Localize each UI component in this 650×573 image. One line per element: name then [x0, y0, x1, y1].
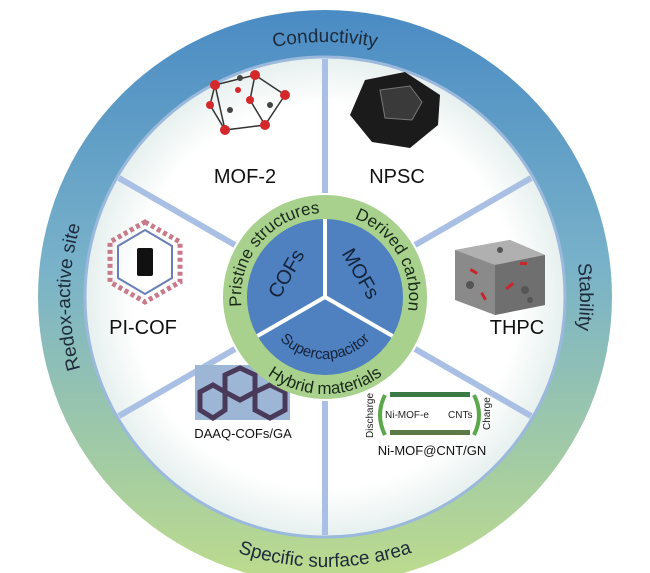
core-divider-line [256, 295, 326, 338]
ni-mof-e-label: Ni-MOF-e [385, 410, 429, 421]
spoke-divider [413, 175, 533, 248]
ni-mof-cnt-gn-image: Ni-MOF-e CNTs Discharge Charge [365, 392, 493, 438]
label-thpc: THPC [490, 317, 544, 339]
pi-cof-structure-image [107, 219, 183, 305]
thpc-cube-image [455, 240, 545, 315]
core-dividers [256, 219, 394, 338]
cnts-label: CNTs [448, 410, 472, 421]
mof2-structure-image [206, 70, 290, 135]
core-divider-line [324, 295, 394, 338]
label-daaq-cofs-ga: DAAQ-COFs/GA [194, 426, 292, 441]
npsc-particle-image [350, 72, 440, 148]
discharge-label: Discharge [365, 393, 376, 438]
spoke-divider [117, 175, 237, 248]
label-stability: Stability [573, 262, 596, 332]
spoke-divider [117, 346, 237, 419]
spoke-divider [413, 346, 533, 419]
spokes [117, 59, 533, 535]
label-npsc: NPSC [369, 166, 425, 188]
label-mof2: MOF-2 [214, 166, 276, 188]
label-ni-mof-cnt-gn: Ni-MOF@CNT/GN [378, 443, 487, 458]
label-pi-cof: PI-COF [109, 317, 177, 339]
charge-label: Charge [482, 397, 493, 430]
